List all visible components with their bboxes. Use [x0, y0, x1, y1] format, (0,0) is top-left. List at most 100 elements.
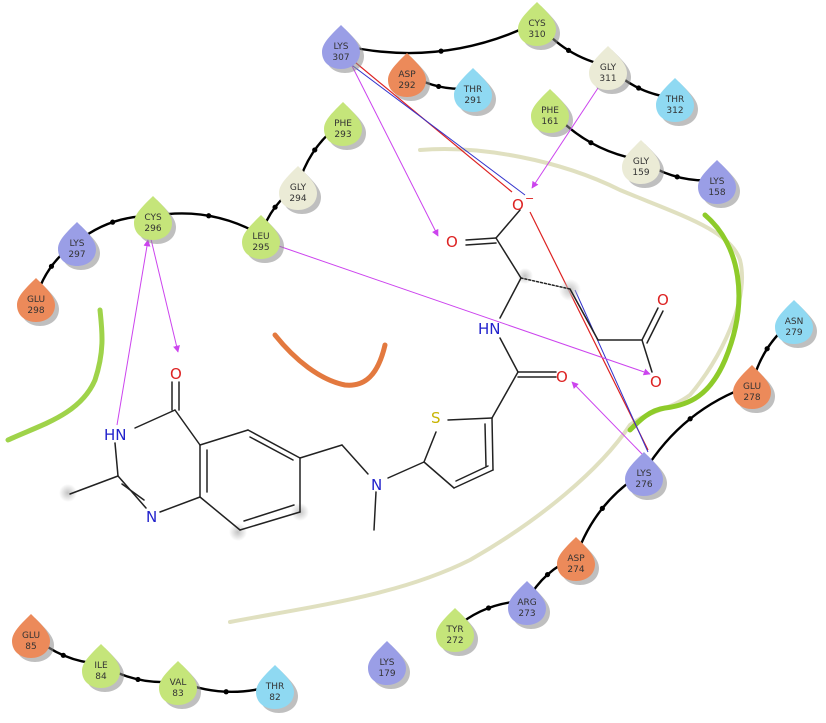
backbone-dot-glu85-ile84 [60, 652, 66, 658]
backbone-dot-gly294-leu295 [272, 204, 278, 210]
residue-drop [12, 614, 50, 658]
atom-s-thiophene: S [431, 409, 441, 427]
atom-o-side: O [657, 291, 669, 309]
atom-hn-quinazolinone: HN [104, 426, 127, 444]
residue-number: 82 [269, 693, 280, 703]
residue-name: GLU [27, 295, 45, 305]
ionic-line-lys276 [574, 289, 649, 453]
residue-number: 294 [289, 194, 306, 204]
backbone-dot-arg273-tyr272 [485, 605, 492, 611]
backbone-dot-glu278-lys276 [687, 416, 693, 422]
residue-drop [589, 46, 627, 90]
atom-o-quinazolinone: O [170, 365, 182, 383]
residue-name: TYR [445, 625, 463, 635]
residue-number: 274 [567, 565, 584, 575]
residue-number: 84 [95, 672, 107, 682]
residue-number: 298 [27, 306, 44, 316]
residue-name: GLY [633, 157, 650, 167]
residue-drop [436, 608, 474, 652]
residue-name: PHE [334, 119, 352, 129]
backbone-dot-lys307-cys310 [438, 48, 444, 54]
residue-drop [698, 160, 736, 204]
residue-drop [388, 53, 426, 97]
residue-name: GLU [743, 382, 761, 392]
residue-number: 83 [172, 689, 183, 699]
residue-name: LEU [252, 232, 269, 242]
residue-number: 312 [666, 106, 683, 116]
backbone-lys307-cys310 [340, 20, 538, 55]
residue-name: LYS [69, 239, 84, 249]
residue-name: LYS [709, 177, 724, 187]
residue-number: 161 [541, 117, 558, 127]
residue-drop [625, 452, 663, 496]
hbond-hn-cys296 [116, 239, 151, 426]
hbond-lys307-o [349, 61, 439, 237]
residue-name: PHE [541, 106, 559, 116]
residue-name: LYS [333, 42, 348, 52]
atom-n-methyl: N [371, 476, 382, 494]
backbone-dot-phe161-gly159 [588, 140, 594, 146]
residue-drop [518, 2, 556, 46]
residue-name: CYS [144, 213, 162, 223]
residue-drop [733, 365, 771, 409]
residue-drop [279, 166, 317, 210]
residue-drop [531, 89, 569, 133]
residue-name: THR [463, 85, 483, 95]
residue-name: ASN [785, 317, 804, 327]
atom-o-side-lower: O [650, 373, 662, 391]
residue-number: 295 [252, 243, 269, 253]
ligand: O − O O O HN O S N O HN N [59, 192, 669, 541]
hbond-cys296-o [149, 234, 180, 353]
residue-drop [557, 537, 595, 581]
atom-nh-amide: HN [478, 320, 501, 338]
backbone-dot-asp274-arg273 [544, 571, 551, 578]
residue-number: 272 [446, 636, 463, 646]
residue-name: LYS [636, 469, 651, 479]
residue-number: 297 [68, 250, 85, 260]
residue-number: 179 [378, 669, 395, 679]
residue-name: THR [665, 95, 685, 105]
pocket-outline [5, 147, 744, 624]
residue-number: 292 [398, 81, 415, 91]
residue-number: 279 [785, 328, 802, 338]
backbone-dot-lys276-asp274 [599, 505, 605, 511]
backbone-dot-leu295-cys296 [206, 213, 212, 219]
residue-drop [322, 25, 360, 69]
residue-number: 278 [743, 393, 760, 403]
hbond-gly311-o [531, 87, 599, 189]
backbone-dot-ile84-val83 [135, 676, 141, 683]
residue-name: GLY [290, 183, 307, 193]
residue-number: 310 [528, 30, 545, 40]
residue-drop [508, 581, 546, 625]
residue-number: 273 [518, 609, 535, 619]
residue-number: 85 [25, 642, 36, 652]
